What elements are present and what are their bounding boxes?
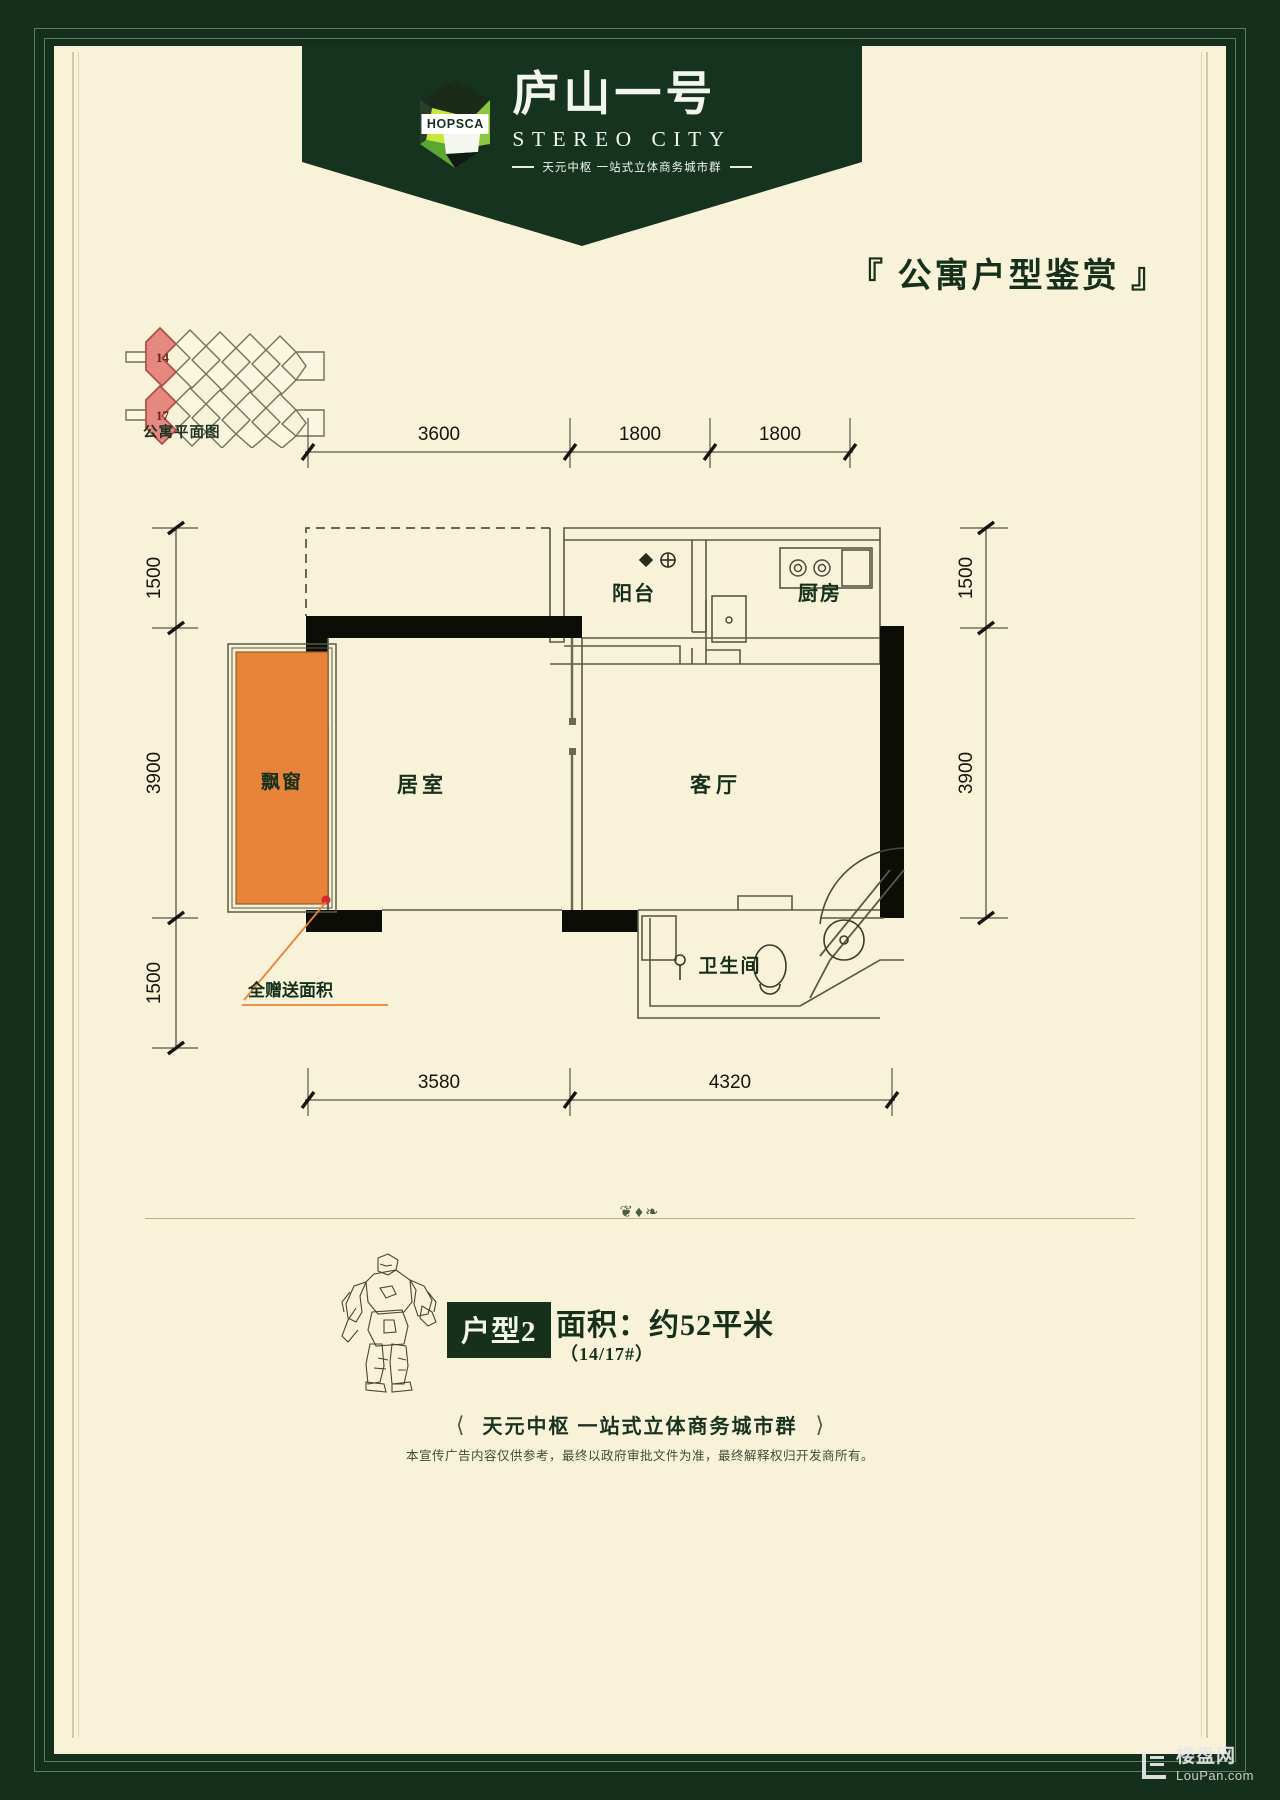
section-title: 『 公寓户型鉴赏 』 xyxy=(849,258,1168,295)
floor-plan-drawing: 3600 1800 1800 1500 3900 1500 xyxy=(120,400,1120,1160)
dim-top-1: 3600 xyxy=(418,424,460,445)
unit-code-label: （14/17#） xyxy=(560,1344,655,1364)
watermark-en: LouPan.com xyxy=(1176,1768,1254,1783)
keyplan-unit-14: 14 xyxy=(156,350,170,365)
section-divider xyxy=(145,1218,1135,1219)
footer-disclaimer: 本宣传广告内容仅供参考，最终以政府审批文件为准，最终解释权归开发商所有。 xyxy=(405,1449,875,1463)
room-label-kitchen: 厨房 xyxy=(798,581,842,605)
brand-tagline-text: 天元中枢 一站式立体商务城市群 xyxy=(542,162,722,174)
brand-name-en: STEREO CITY xyxy=(512,127,732,151)
dim-top-3: 1800 xyxy=(759,424,801,445)
dim-left-2: 3900 xyxy=(144,752,165,794)
divider-ornament-icon: ❦♦❧ xyxy=(619,1204,661,1221)
room-label-bathroom: 卫生间 xyxy=(698,954,761,977)
room-label-balcony: 阳台 xyxy=(612,581,656,605)
unit-area-label: 面积：约52平米 xyxy=(556,1309,774,1342)
brand-name-cn: 庐山一号 xyxy=(512,69,717,121)
unit-type-badge: 户型2 xyxy=(447,1302,551,1358)
watermark-text: 楼盘网 LouPan.com xyxy=(1176,1747,1254,1782)
dim-right-2: 3900 xyxy=(956,752,977,794)
room-label-bay-window: 飘窗 xyxy=(261,770,303,793)
room-label-bedroom: 居室 xyxy=(397,773,447,797)
watermark-logo-icon xyxy=(1140,1748,1170,1782)
dim-left-3: 1500 xyxy=(144,962,165,1004)
keyplan-label: 公寓平面图 xyxy=(143,425,221,441)
brand-tagline: 天元中枢 一站式立体商务城市群 xyxy=(512,159,752,175)
robot-illustration-icon xyxy=(322,1248,452,1393)
watermark-cn: 楼盘网 xyxy=(1176,1746,1237,1767)
tagline-dash-right xyxy=(729,166,752,168)
dim-bottom-2: 4320 xyxy=(709,1072,751,1093)
keyplan-diagram: 14 17 xyxy=(120,318,330,448)
hopsca-logo-icon: HOPSCA xyxy=(412,78,498,170)
frame-middle xyxy=(44,38,1236,1762)
watermark: 楼盘网 LouPan.com xyxy=(1140,1747,1254,1782)
paper-inner-rule-1 xyxy=(72,52,1208,1738)
footer-tagline-text: 天元中枢 一站式立体商务城市群 xyxy=(482,1416,798,1438)
logo-badge-text: HOPSCA xyxy=(421,113,489,134)
paper-inner-rule-2 xyxy=(78,52,1202,1738)
brand-text-block: 庐山一号 STEREO CITY 天元中枢 一站式立体商务城市群 xyxy=(512,69,752,175)
dim-bottom-1: 3580 xyxy=(418,1072,460,1093)
gift-area-label: 全赠送面积 xyxy=(247,980,333,1000)
chevron-right-icon: ⟩ xyxy=(815,1411,825,1437)
dim-right-1: 1500 xyxy=(956,557,977,599)
chevron-left-icon: ⟨ xyxy=(455,1411,465,1437)
dim-top-2: 1800 xyxy=(619,424,661,445)
tagline-dash-left xyxy=(512,166,535,168)
room-label-living-room: 客厅 xyxy=(690,773,742,797)
keyplan-unit-17: 17 xyxy=(156,408,170,423)
footer-tagline-ribbon: ⟨ 天元中枢 一站式立体商务城市群 ⟩ xyxy=(456,1407,824,1442)
dim-left-1: 1500 xyxy=(144,557,165,599)
brand-lockup: HOPSCA 庐山一号 STEREO CITY 天元中枢 一站式立体商务城市群 xyxy=(412,69,752,175)
